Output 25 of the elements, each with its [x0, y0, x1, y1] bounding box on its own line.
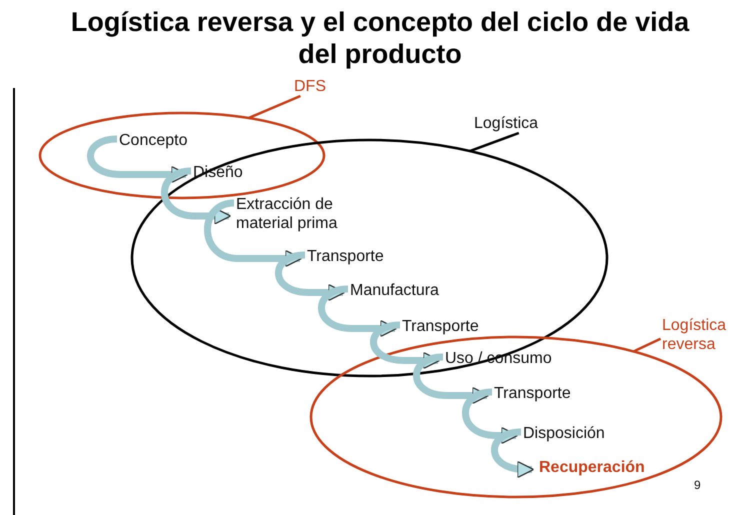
curved-arrow [413, 354, 490, 404]
group-label: DFS [294, 77, 326, 96]
ellipse-outline [311, 337, 721, 497]
ellipse-outline [40, 113, 324, 198]
curved-arrow [491, 428, 534, 478]
leader-line [469, 132, 520, 152]
stage-label: Concepto [119, 131, 188, 150]
curved-arrow [275, 252, 346, 302]
slide-title: Logística reversa y el concepto del ciclo de vida del producto [70, 6, 690, 70]
stage-label: Manufactura [350, 281, 439, 300]
stage-label: Disposición [523, 424, 605, 443]
stage-label: Transporte [402, 317, 479, 336]
curved-arrow [462, 388, 518, 444]
stage-label: Transporte [494, 384, 571, 403]
curved-arrow [204, 200, 302, 268]
group-label: Logística reversa [662, 316, 732, 354]
curved-arrow [318, 286, 398, 338]
leader-line [633, 338, 662, 353]
leader-line [248, 94, 301, 120]
page-number: 9 [694, 477, 701, 494]
stage-label: Recuperación [539, 458, 645, 477]
stage-label: Extracción de material prima [236, 195, 368, 233]
curved-arrow [370, 322, 440, 370]
group-label: Logística [474, 114, 538, 133]
stage-label: Transporte [307, 247, 384, 266]
